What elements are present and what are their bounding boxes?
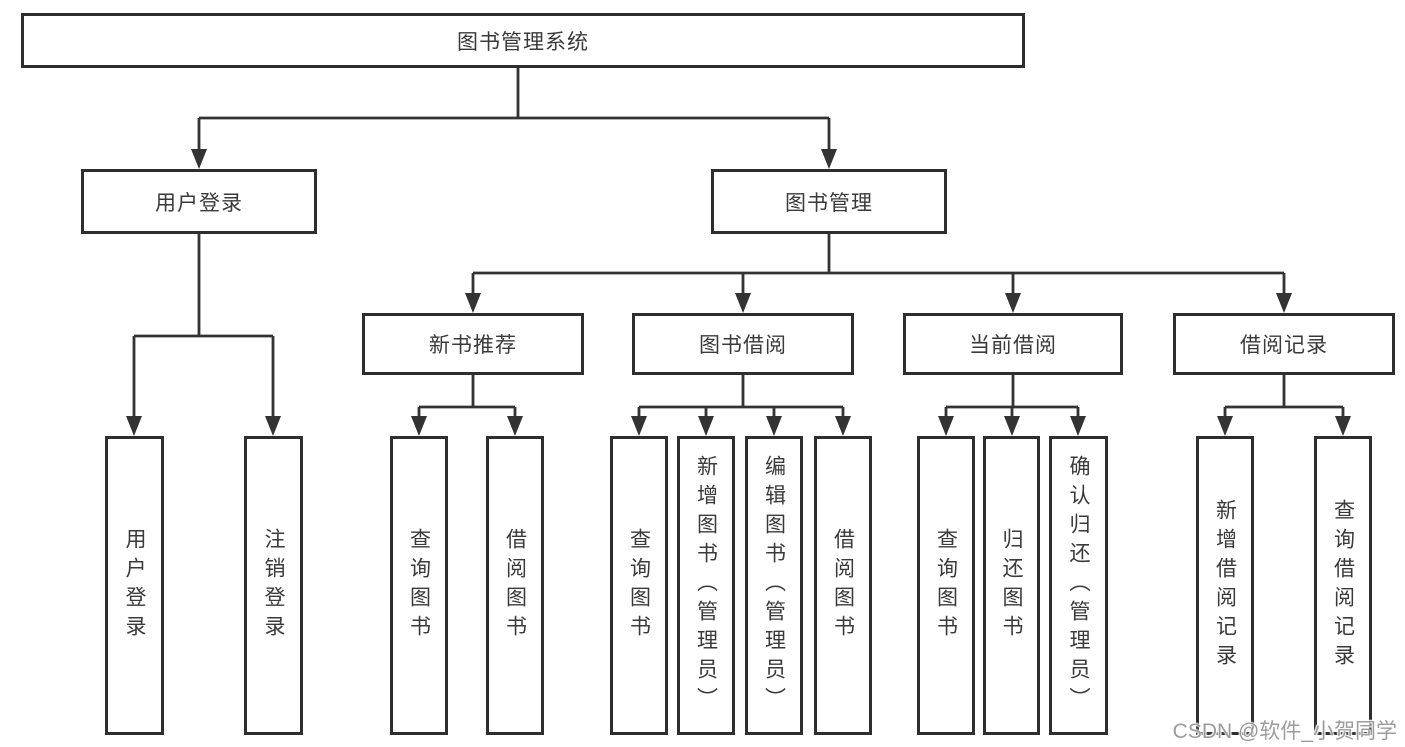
node-current-borrow: 当前借阅 [903, 313, 1123, 375]
arrow-icon [631, 416, 647, 436]
arrow-icon [821, 149, 837, 169]
leaf-borrow-book-nbr: 借阅图书 [486, 436, 544, 735]
leaf-query-book-nbr: 查询图书 [390, 436, 448, 735]
leaf-label: 新增图书（管理员） [694, 455, 718, 716]
leaf-label: 新增借阅记录 [1213, 498, 1237, 673]
node-book-borrow: 图书借阅 [632, 313, 854, 375]
node-book-management: 图书管理 [711, 169, 947, 234]
leaf-confirm-return-admin: 确认归还（管理员） [1049, 436, 1108, 735]
leaf-add-book-admin: 新增图书（管理员） [677, 436, 735, 735]
arrow-icon [265, 416, 281, 436]
leaf-label: 查询图书 [407, 527, 431, 644]
leaf-user-login: 用户登录 [105, 436, 164, 735]
arrow-icon [1070, 416, 1086, 436]
arrow-icon [411, 416, 427, 436]
csdn-watermark: CSDN @软件_小贺同学 [1172, 720, 1397, 743]
node-root-label: 图书管理系统 [457, 30, 589, 54]
arrow-icon [1217, 416, 1233, 436]
arrow-icon [191, 149, 207, 169]
arrow-icon [507, 416, 523, 436]
node-label: 当前借阅 [969, 334, 1057, 357]
node-user-login-group: 用户登录 [81, 169, 317, 234]
leaf-borrow-book-bb: 借阅图书 [814, 436, 872, 735]
node-root: 图书管理系统 [21, 13, 1025, 68]
leaf-label: 借阅图书 [503, 527, 527, 644]
arrow-icon [735, 293, 751, 313]
leaf-return-book: 归还图书 [983, 436, 1040, 735]
node-label: 借阅记录 [1240, 334, 1328, 357]
leaf-add-borrow-record: 新增借阅记录 [1196, 436, 1254, 735]
node-label: 用户登录 [155, 191, 243, 215]
arrow-icon [126, 416, 142, 436]
leaf-logout: 注销登录 [244, 436, 303, 735]
arrow-icon [1276, 293, 1292, 313]
leaf-label: 查询图书 [934, 527, 958, 644]
arrow-icon [766, 416, 782, 436]
leaf-label: 确认归还（管理员） [1067, 455, 1090, 716]
leaf-label: 用户登录 [123, 527, 146, 644]
node-label: 图书管理 [785, 191, 873, 215]
arrow-icon [835, 416, 851, 436]
leaf-query-borrow-record: 查询借阅记录 [1314, 436, 1372, 735]
arrow-icon [1004, 416, 1020, 436]
node-borrow-records: 借阅记录 [1173, 313, 1395, 375]
node-label: 新书推荐 [429, 334, 517, 357]
arrow-icon [698, 416, 714, 436]
leaf-query-book-cb: 查询图书 [917, 436, 975, 735]
node-label: 图书借阅 [699, 334, 787, 357]
arrow-icon [465, 293, 481, 313]
leaf-label: 查询借阅记录 [1331, 498, 1355, 673]
arrow-icon [938, 416, 954, 436]
leaf-label: 注销登录 [262, 527, 285, 644]
leaf-label: 查询图书 [627, 527, 651, 644]
leaf-query-book-bb: 查询图书 [610, 436, 668, 735]
leaf-label: 归还图书 [1000, 527, 1023, 644]
node-new-book-recommend: 新书推荐 [362, 313, 584, 375]
leaf-edit-book-admin: 编辑图书（管理员） [745, 436, 803, 735]
leaf-label: 借阅图书 [831, 527, 855, 644]
leaf-label: 编辑图书（管理员） [762, 455, 786, 716]
arrow-icon [1335, 416, 1351, 436]
arrow-icon [1005, 293, 1021, 313]
